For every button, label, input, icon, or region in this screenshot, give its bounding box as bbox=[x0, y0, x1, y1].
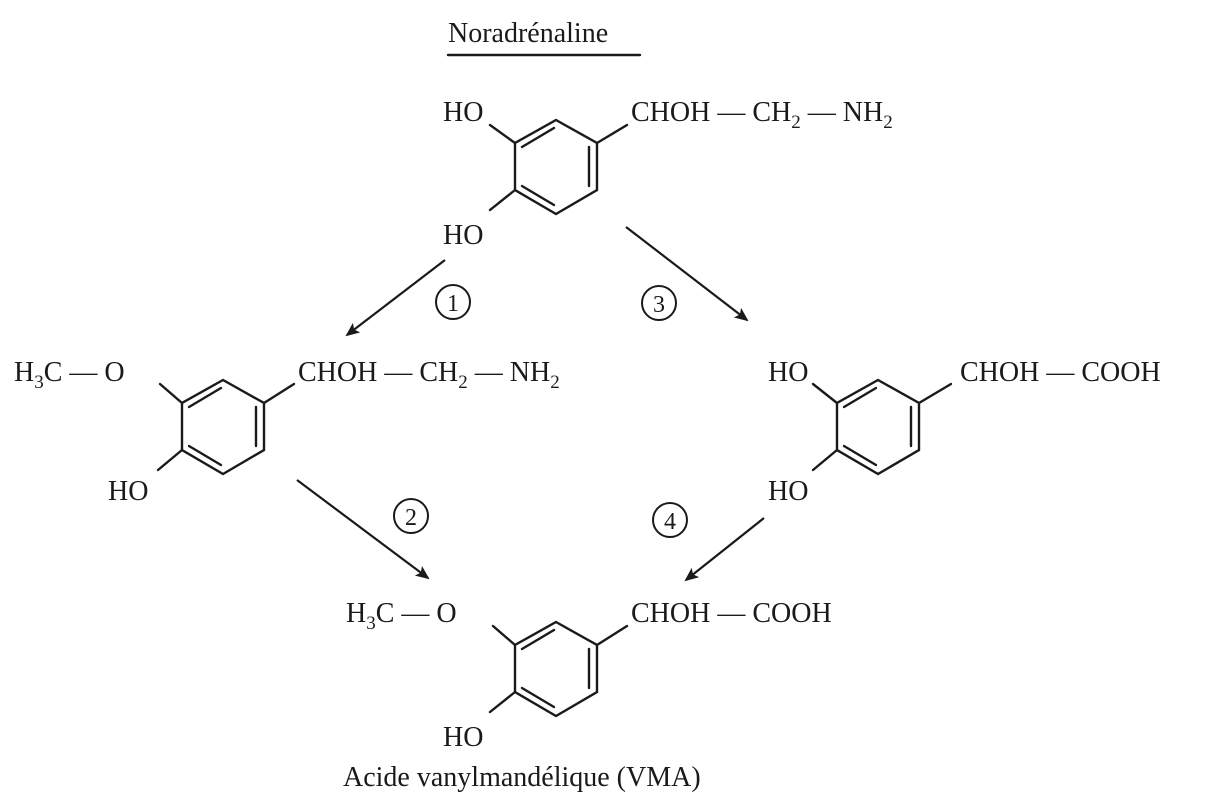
benzene-ring bbox=[513, 118, 599, 216]
bond-chain bbox=[595, 624, 629, 647]
step-2-badge: 2 bbox=[393, 498, 429, 534]
step-4-badge: 4 bbox=[652, 502, 688, 538]
svg-text:2: 2 bbox=[405, 505, 417, 531]
methoxy-label: H3C — O bbox=[14, 357, 125, 393]
molecule-noradrenaline: HO HO CHOH — CH2 — NH2 bbox=[443, 97, 893, 251]
step-1-badge: 1 bbox=[435, 284, 471, 320]
benzene-ring bbox=[180, 378, 266, 476]
benzene-ring bbox=[835, 378, 921, 476]
bond-chain bbox=[917, 382, 953, 405]
arrow-step-4 bbox=[684, 517, 765, 582]
chain-label: CHOH — CH2 — NH2 bbox=[631, 97, 893, 133]
bond-chain bbox=[595, 123, 629, 145]
step-3-badge: 3 bbox=[641, 285, 677, 321]
bond-oh-bottom bbox=[488, 188, 517, 212]
title: Noradrénaline bbox=[448, 18, 608, 49]
molecule-normetanephrine: H3C — O HO CHOH — CH2 — NH2 bbox=[14, 357, 560, 507]
svg-text:3: 3 bbox=[653, 292, 665, 318]
bond-oh-bottom bbox=[156, 448, 184, 472]
oh-bottom-label: HO bbox=[443, 220, 483, 251]
svg-text:1: 1 bbox=[447, 291, 459, 317]
arrow-step-3 bbox=[625, 226, 749, 322]
methoxy-label: H3C — O bbox=[346, 598, 457, 634]
chain-label: CHOH — COOH bbox=[631, 598, 832, 629]
molecule-dhma: HO HO CHOH — COOH bbox=[768, 357, 1161, 507]
chain-label: CHOH — COOH bbox=[960, 357, 1161, 388]
oh-bottom-label: HO bbox=[443, 722, 483, 753]
oh-top-label: HO bbox=[443, 97, 483, 128]
bond-oh-bottom bbox=[811, 448, 839, 472]
svg-text:4: 4 bbox=[664, 509, 676, 535]
bond-o bbox=[158, 382, 184, 405]
bond-chain bbox=[262, 382, 296, 405]
oh-top-label: HO bbox=[768, 357, 808, 388]
benzene-ring bbox=[513, 620, 599, 718]
bond-oh-top bbox=[488, 123, 517, 145]
arrow-step-2 bbox=[296, 479, 430, 580]
caption: Acide vanylmandélique (VMA) bbox=[343, 762, 701, 793]
arrow-step-1 bbox=[345, 259, 446, 337]
oh-bottom-label: HO bbox=[768, 476, 808, 507]
bond-oh-bottom bbox=[488, 690, 517, 714]
bond-o bbox=[491, 624, 517, 647]
molecule-vma: H3C — O HO CHOH — COOH bbox=[346, 598, 832, 753]
bond-oh-top bbox=[811, 382, 839, 405]
chain-label: CHOH — CH2 — NH2 bbox=[298, 357, 560, 393]
oh-bottom-label: HO bbox=[108, 476, 148, 507]
